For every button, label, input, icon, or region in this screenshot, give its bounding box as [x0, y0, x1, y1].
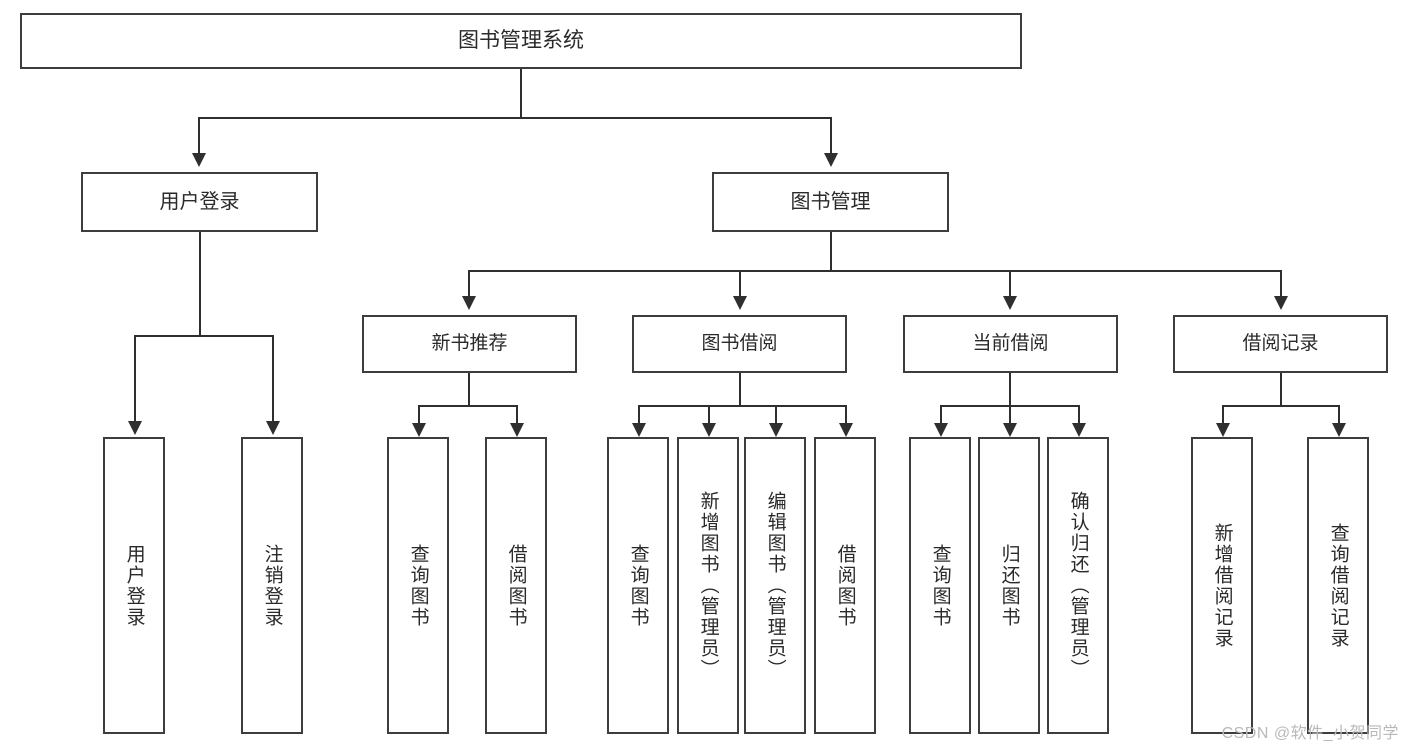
arrowhead-borrow-record-1: [1332, 423, 1346, 437]
connector-borrow-record-drop-1: [1338, 405, 1340, 425]
connector-current-borrow-stem: [1009, 373, 1011, 405]
connector-level1-drop-0: [198, 117, 200, 155]
leaf-book-borrow-borrow: 借阅图书: [814, 437, 876, 734]
arrowhead-book-borrow-0: [632, 423, 646, 437]
arrowhead-borrow-record-0: [1216, 423, 1230, 437]
leaf-user-login-login: 用户登录: [103, 437, 165, 734]
node-book-management: 图书管理: [712, 172, 949, 232]
connector-user-login-bus: [134, 335, 272, 337]
connector-current-borrow-drop-0: [940, 405, 942, 425]
connector-borrow-record-bus: [1222, 405, 1338, 407]
connector-book-management-stem: [830, 232, 832, 270]
arrowhead-current-borrow-0: [934, 423, 948, 437]
leaf-borrow-record-add: 新增借阅记录: [1191, 437, 1253, 734]
connector-book-borrow-drop-3: [845, 405, 847, 425]
arrowhead-book-borrow-3: [839, 423, 853, 437]
connector-current-borrow-drop-1: [1009, 405, 1011, 425]
connector-book-borrow-drop-2: [775, 405, 777, 425]
connector-book-borrow-drop-0: [638, 405, 640, 425]
connector-borrow-record-drop-0: [1222, 405, 1224, 425]
arrowhead-current-borrow-1: [1003, 423, 1017, 437]
connector-level2-bus: [468, 270, 1281, 272]
connector-new-book-bus: [418, 405, 516, 407]
connector-root-stem: [520, 69, 522, 117]
arrowhead-new-book-0: [412, 423, 426, 437]
connector-book-borrow-drop-1: [708, 405, 710, 425]
node-current-borrow: 当前借阅: [903, 315, 1118, 373]
leaf-book-borrow-edit: 编辑图书（管理员）: [744, 437, 806, 734]
arrowhead-level1-1: [824, 153, 838, 167]
leaf-current-borrow-return: 归还图书: [978, 437, 1040, 734]
arrowhead-level2-0: [462, 296, 476, 310]
leaf-user-login-logout: 注销登录: [241, 437, 303, 734]
leaf-new-book-borrow: 借阅图书: [485, 437, 547, 734]
connector-borrow-record-stem: [1280, 373, 1282, 405]
arrowhead-user-login-1: [266, 421, 280, 435]
arrowhead-level2-3: [1274, 296, 1288, 310]
connector-book-borrow-stem: [739, 373, 741, 405]
connector-level2-drop-1: [739, 270, 741, 298]
connector-user-login-stem: [199, 232, 201, 335]
leaf-borrow-record-query: 查询借阅记录: [1307, 437, 1369, 734]
connector-level1-drop-1: [830, 117, 832, 155]
leaf-current-borrow-query: 查询图书: [909, 437, 971, 734]
connector-level1-bus: [198, 117, 832, 119]
connector-new-book-stem: [468, 373, 470, 405]
node-book-borrow: 图书借阅: [632, 315, 847, 373]
connector-level2-drop-0: [468, 270, 470, 298]
connector-new-book-drop-1: [516, 405, 518, 425]
connector-book-borrow-bus: [638, 405, 846, 407]
node-root-system: 图书管理系统: [20, 13, 1022, 69]
arrowhead-current-borrow-2: [1072, 423, 1086, 437]
leaf-current-borrow-confirm: 确认归还（管理员）: [1047, 437, 1109, 734]
node-borrow-record: 借阅记录: [1173, 315, 1388, 373]
watermark-text: CSDN @软件_小贺同学: [1221, 725, 1399, 742]
arrowhead-level1-0: [192, 153, 206, 167]
arrowhead-user-login-0: [128, 421, 142, 435]
node-new-book-recommend: 新书推荐: [362, 315, 577, 373]
connector-user-login-drop-0: [134, 335, 136, 423]
arrowhead-book-borrow-1: [702, 423, 716, 437]
node-user-login: 用户登录: [81, 172, 318, 232]
connector-level2-drop-2: [1009, 270, 1011, 298]
connector-level2-drop-3: [1280, 270, 1282, 298]
arrowhead-book-borrow-2: [769, 423, 783, 437]
arrowhead-new-book-1: [510, 423, 524, 437]
leaf-book-borrow-add: 新增图书（管理员）: [677, 437, 739, 734]
connector-user-login-drop-1: [272, 335, 274, 423]
connector-new-book-drop-0: [418, 405, 420, 425]
leaf-new-book-query: 查询图书: [387, 437, 449, 734]
arrowhead-level2-1: [733, 296, 747, 310]
leaf-book-borrow-query: 查询图书: [607, 437, 669, 734]
arrowhead-level2-2: [1003, 296, 1017, 310]
connector-current-borrow-drop-2: [1078, 405, 1080, 425]
